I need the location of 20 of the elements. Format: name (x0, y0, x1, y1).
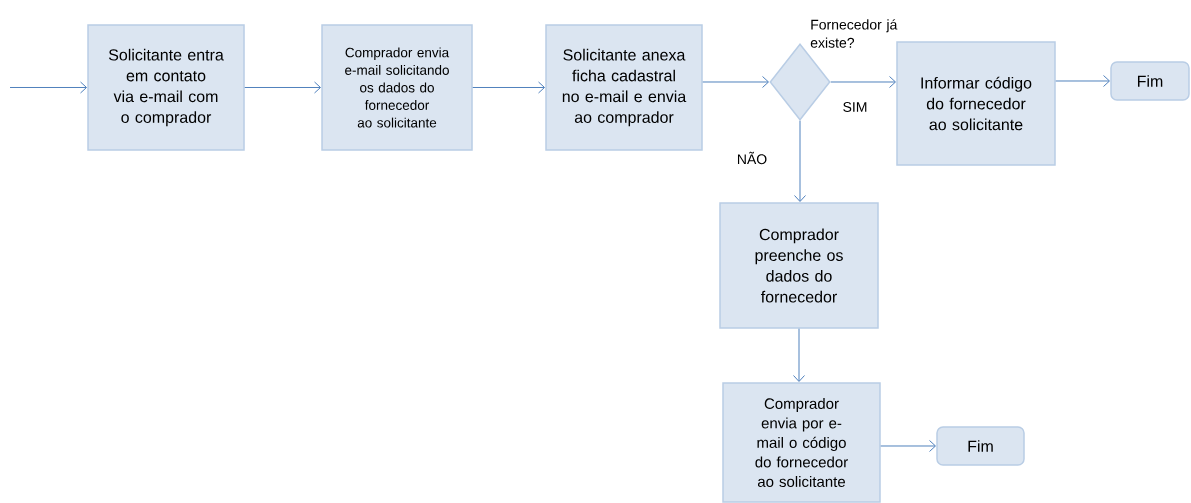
edge-label: SIM (841, 101, 869, 113)
arrow (244, 81, 321, 94)
arrow (793, 328, 805, 382)
process-box: Comprador preenche os dados do fornecedor (719, 202, 879, 329)
process-box: Informar código do fornecedor ao solicitante (896, 41, 1056, 166)
process-box: Solicitante anexa ficha cadastral no e-mail e envia ao comprador (545, 24, 703, 151)
arrow (794, 120, 806, 202)
end-box: Fim (936, 426, 1025, 466)
end-box: Fim (1110, 61, 1190, 101)
process-box: Comprador envia por e-mail o código do fornecedor ao solicitante (722, 382, 881, 503)
edge-label: NÃO (735, 150, 769, 166)
arrow (472, 81, 545, 94)
arrow (880, 440, 936, 452)
process-box: Solicitante entra em contato via e-mail com o comprador (87, 24, 245, 151)
arrow (702, 76, 769, 88)
node-label: Fornecedor já existe? (810, 19, 898, 48)
arrow (830, 76, 896, 88)
arrow (1055, 75, 1110, 87)
process-box: Comprador envia e-mail solicitando os dados do fornecedor ao solicitante (321, 24, 473, 151)
arrow (9, 81, 88, 94)
